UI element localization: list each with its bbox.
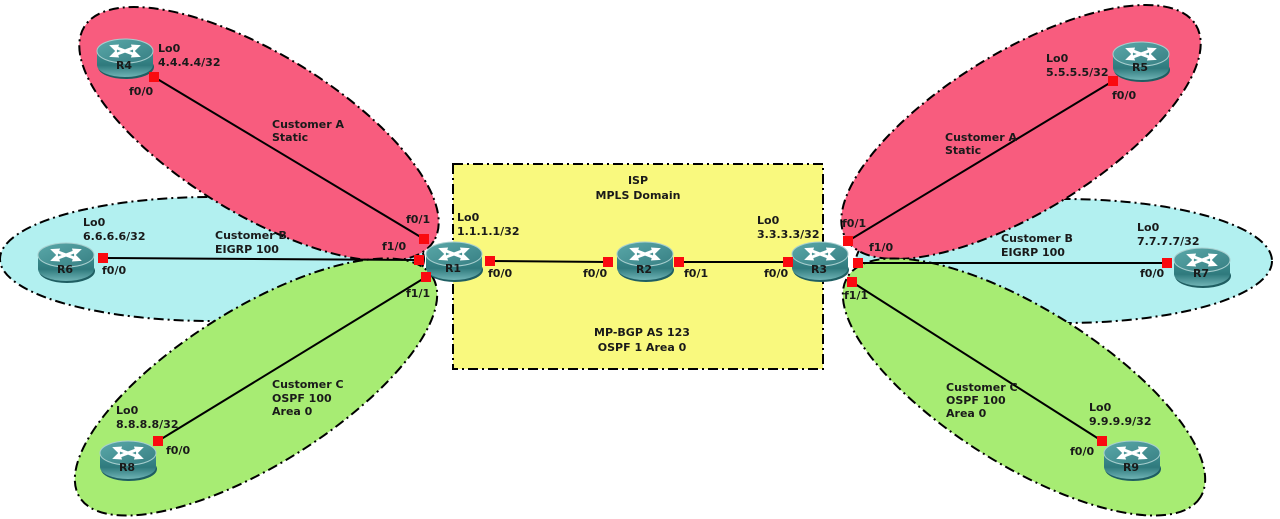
r1-lo0-label: Lo0 bbox=[457, 211, 480, 224]
connector-r1-f1-1 bbox=[421, 272, 431, 282]
connector-r3-f1-0 bbox=[853, 258, 863, 268]
customer-c-left-area: Area 0 bbox=[272, 405, 313, 418]
r3-port-f0-0: f0/0 bbox=[764, 267, 788, 280]
r1-port-f1-0: f1/0 bbox=[382, 240, 406, 253]
connector-r1-f0-1 bbox=[419, 234, 429, 244]
customer-b-right-label: Customer B bbox=[1001, 232, 1073, 245]
r5-lo0-ip: 5.5.5.5/32 bbox=[1046, 66, 1108, 79]
router-r7[interactable]: R7 bbox=[1174, 248, 1231, 288]
r5-lo0-label: Lo0 bbox=[1046, 52, 1069, 65]
router-name: R1 bbox=[445, 262, 461, 275]
r7-lo0-ip: 7.7.7.7/32 bbox=[1137, 235, 1199, 248]
customer-a-left-label: Customer A bbox=[272, 118, 344, 131]
connector-r2-f0-1 bbox=[674, 257, 684, 267]
r1-port-f0-0: f0/0 bbox=[488, 267, 512, 280]
router-r9[interactable]: R9 bbox=[1104, 441, 1161, 481]
r6-port-f0-0: f0/0 bbox=[102, 264, 126, 277]
customer-a-left-zone bbox=[78, 6, 440, 262]
router-name: R6 bbox=[57, 263, 73, 276]
customer-c-left-label: Customer C bbox=[272, 378, 344, 391]
router-icon bbox=[792, 242, 849, 282]
router-r6[interactable]: R6 bbox=[38, 243, 95, 283]
r4-port-f0-0: f0/0 bbox=[129, 85, 153, 98]
router-name: R4 bbox=[116, 59, 132, 72]
customer-c-right-area: Area 0 bbox=[946, 407, 987, 420]
router-r1[interactable]: R1 bbox=[426, 242, 483, 282]
r1-lo0-ip: 1.1.1.1/32 bbox=[457, 225, 519, 238]
isp-title: ISP bbox=[628, 174, 648, 187]
router-name: R2 bbox=[636, 263, 652, 276]
mpls-domain-label: MPLS Domain bbox=[596, 189, 681, 202]
router-r4[interactable]: R4 bbox=[97, 39, 154, 79]
r2-port-f0-1: f0/1 bbox=[684, 267, 708, 280]
connector-r2-f0-0 bbox=[603, 257, 613, 267]
r8-port-f0-0: f0/0 bbox=[166, 444, 190, 457]
r3-lo0-label: Lo0 bbox=[757, 214, 780, 227]
connector-r7-f0-0 bbox=[1162, 258, 1172, 268]
link-r6-r1[interactable] bbox=[102, 257, 420, 261]
router-r8[interactable]: R8 bbox=[100, 441, 157, 481]
r3-port-f1-1: f1/1 bbox=[844, 289, 868, 302]
r2-port-f0-0: f0/0 bbox=[583, 267, 607, 280]
r8-lo0-label: Lo0 bbox=[116, 404, 139, 417]
r8-lo0-ip: 8.8.8.8/32 bbox=[116, 418, 178, 431]
connector-r8-f0-0 bbox=[153, 436, 163, 446]
r3-port-f0-1: f0/1 bbox=[842, 217, 866, 230]
connector-r5-f0-0 bbox=[1108, 76, 1118, 86]
customer-c-right-protocol: OSPF 100 bbox=[946, 394, 1006, 407]
connector-r4-f0-0 bbox=[149, 72, 159, 82]
r9-port-f0-0: f0/0 bbox=[1070, 445, 1094, 458]
r6-lo0-ip: 6.6.6.6/32 bbox=[83, 230, 145, 243]
router-name: R7 bbox=[1193, 267, 1209, 280]
r7-lo0-label: Lo0 bbox=[1137, 221, 1160, 234]
link-r8-r1[interactable] bbox=[157, 276, 427, 442]
router-r3[interactable]: R3 bbox=[792, 242, 849, 282]
ospf-area-label: OSPF 1 Area 0 bbox=[598, 341, 687, 354]
r5-port-f0-0: f0/0 bbox=[1112, 89, 1136, 102]
r9-lo0-label: Lo0 bbox=[1089, 401, 1112, 414]
connector-r9-f0-0 bbox=[1097, 436, 1107, 446]
customer-a-right-label: Customer A bbox=[945, 131, 1017, 144]
customer-b-right-protocol: EIGRP 100 bbox=[1001, 246, 1065, 259]
customer-c-left-protocol: OSPF 100 bbox=[272, 392, 332, 405]
r4-lo0-ip: 4.4.4.4/32 bbox=[158, 56, 220, 69]
router-name: R5 bbox=[1132, 61, 1148, 74]
r7-port-f0-0: f0/0 bbox=[1140, 267, 1164, 280]
link-r3-r5[interactable] bbox=[847, 80, 1114, 242]
link-r4-r1[interactable] bbox=[153, 76, 425, 240]
r3-lo0-ip: 3.3.3.3/32 bbox=[757, 228, 819, 241]
router-name: R8 bbox=[119, 461, 135, 474]
connector-r3-f0-1 bbox=[843, 236, 853, 246]
customer-b-left-protocol: EIGRP 100 bbox=[215, 243, 279, 256]
link-r1-r2[interactable] bbox=[489, 260, 609, 263]
r3-port-f1-0: f1/0 bbox=[869, 241, 893, 254]
r6-lo0-label: Lo0 bbox=[83, 216, 106, 229]
router-r2[interactable]: R2 bbox=[617, 242, 674, 282]
connector-r1-f0-0 bbox=[485, 256, 495, 266]
link-r3-r9[interactable] bbox=[851, 281, 1103, 442]
router-name: R9 bbox=[1123, 461, 1139, 474]
customer-a-left-protocol: Static bbox=[272, 131, 308, 144]
r9-lo0-ip: 9.9.9.9/32 bbox=[1089, 415, 1151, 428]
router-r5[interactable]: R5 bbox=[1113, 42, 1170, 82]
router-name: R3 bbox=[811, 263, 827, 276]
r1-port-f0-1: f0/1 bbox=[406, 213, 430, 226]
customer-a-right-protocol: Static bbox=[945, 144, 981, 157]
r4-lo0-label: Lo0 bbox=[158, 42, 181, 55]
customer-c-right-label: Customer C bbox=[946, 381, 1018, 394]
mp-bgp-label: MP-BGP AS 123 bbox=[594, 326, 690, 339]
connector-r3-f1-1 bbox=[847, 277, 857, 287]
router-icon bbox=[617, 242, 674, 282]
connector-r3-f0-0 bbox=[783, 257, 793, 267]
r1-port-f1-1: f1/1 bbox=[406, 287, 430, 300]
connector-r6-f0-0 bbox=[98, 253, 108, 263]
customer-b-left-label: Customer B bbox=[215, 229, 287, 242]
connector-r1-f1-0 bbox=[414, 255, 424, 265]
